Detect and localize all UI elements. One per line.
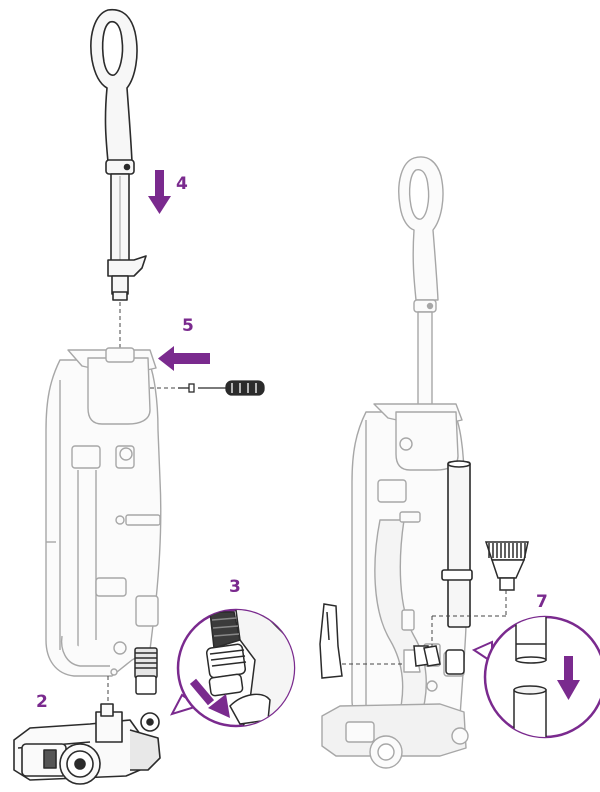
- handle-assembly: [91, 10, 146, 300]
- hose-connector: [135, 648, 157, 694]
- collar-screw: [125, 165, 130, 170]
- detail-callout-7: [474, 600, 600, 750]
- hose-port: [136, 596, 158, 626]
- step-number-4: 4: [176, 176, 188, 193]
- vacuum-assembled-right: [322, 157, 468, 768]
- step-number-7: 7: [536, 594, 548, 611]
- vacuum-body-left: [46, 348, 161, 676]
- handle-grip-opening: [103, 22, 123, 75]
- detail-callout-3: [172, 600, 300, 740]
- step-number-3: 3: [229, 579, 241, 596]
- screwdriver-icon: [198, 381, 264, 395]
- arrow-left-icon: [158, 346, 210, 371]
- screw-icon: [178, 384, 194, 392]
- floor-nozzle: [14, 704, 160, 784]
- step-number-5: 5: [182, 318, 194, 335]
- dusting-brush: [486, 542, 528, 590]
- handle-socket-housing: [88, 358, 150, 424]
- step-number-2: 2: [36, 694, 48, 711]
- crevice-tool: [320, 604, 342, 678]
- handle-tip: [113, 292, 127, 300]
- arrow-down-icon: [148, 170, 171, 214]
- nozzle-vent: [44, 750, 56, 768]
